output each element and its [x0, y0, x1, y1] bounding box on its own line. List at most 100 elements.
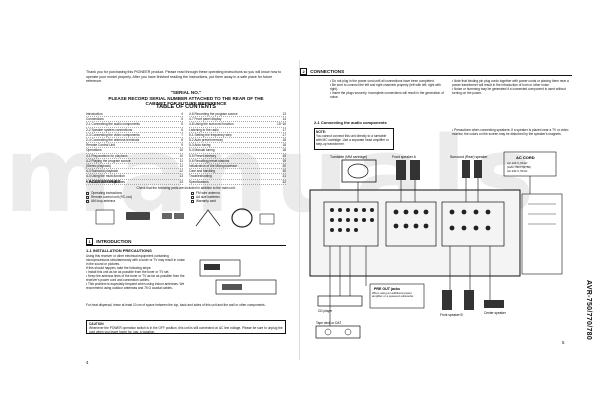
battery-icon	[162, 213, 172, 219]
front-speaker-label: Front speaker A	[392, 155, 417, 159]
accessories-note: Check that the following parts are inclu…	[136, 186, 236, 190]
connection-diagram: Turntable (MM cartridge) Front speaker A…	[309, 151, 563, 339]
ac-cord-line: AC 230 V, 50 Hz	[507, 169, 528, 173]
accessories-title: • ACCESSORIES	[86, 179, 121, 184]
list-item: Warranty card	[191, 199, 286, 203]
list-item: Operating instructions	[86, 191, 181, 195]
speaker-icon	[484, 300, 504, 308]
list-item: Remote control unit (RC-xxx)	[86, 195, 181, 199]
tape-deck-label: Tape deck or DAT	[316, 321, 341, 325]
installation-illustration	[199, 259, 277, 295]
accessories-list: Operating instructions Remote control un…	[86, 191, 286, 203]
surround-label: Surround (Rear) speaker	[450, 155, 488, 159]
intro-paragraph: Thank you for purchasing this PIONEER pr…	[86, 70, 282, 84]
divider	[86, 245, 286, 246]
heat-dispersal-text: For heat dispersal, leave at least 10 cm…	[86, 303, 266, 307]
turntable-label: Turntable (MM cartridge)	[330, 155, 367, 159]
toc-row[interactable]: (Stereo playback)11	[86, 164, 183, 170]
page-fold	[299, 60, 300, 360]
serial-line-3: CABINET FOR FUTURE REFERENCE	[145, 101, 227, 107]
accessories-right: FM wire antenna AA size batteries Warran…	[191, 191, 286, 203]
speaker-icon	[474, 160, 482, 178]
ac-cord-line: AC 120 V, 60 Hz	[507, 161, 528, 165]
list-item: AA size batteries	[191, 195, 286, 199]
fm-antenna-icon	[195, 209, 221, 227]
cd-player-icon	[317, 295, 363, 307]
model-side-label: AVR-750/770/780	[585, 280, 592, 341]
pre-out-box	[369, 283, 425, 309]
checkbox-icon	[86, 199, 89, 203]
speaker-icon	[464, 290, 474, 310]
left-page: Thank you for purchasing this PIONEER pr…	[86, 70, 286, 365]
ac-cord-line: (AVR-750/770/780)	[507, 165, 531, 169]
caution-box: CAUTION Whenever the POWER operation swi…	[86, 320, 286, 334]
turntable-icon	[341, 159, 377, 183]
pre-out-note: When using an additional power amplifier…	[372, 292, 414, 299]
installation-text: Using this receiver or other electrical …	[86, 254, 185, 290]
speaker-icon	[442, 290, 452, 310]
checkbox-icon	[191, 195, 194, 199]
serial-line-1: "SERIAL NO."	[170, 90, 202, 95]
checkbox-icon	[191, 191, 194, 195]
cd-player-label: CD player	[318, 309, 333, 313]
installation-heading: 1-1 INSTALLATION PRECAUTIONS	[86, 248, 152, 253]
page-number-right: 5	[562, 340, 565, 345]
page-number-left: 4	[86, 360, 89, 365]
tape-deck-icon	[315, 325, 361, 339]
pre-out-label: PRE OUT jacks	[374, 287, 400, 291]
am-loop-icon	[231, 208, 253, 228]
speaker-warning: • Precautions when connecting speakers: …	[452, 128, 569, 136]
note-box: NOTE: You cannot connect this unit direc…	[314, 128, 394, 150]
serial-line-2: PLEASE RECORD SERIAL NUMBER ATTACHED TO …	[108, 95, 264, 101]
speaker-icon	[410, 160, 420, 180]
accessories-illustration	[95, 208, 275, 228]
serial-box: "SERIAL NO." PLEASE RECORD SERIAL NUMBER…	[86, 90, 286, 107]
list-item: AM loop antenna	[86, 199, 181, 203]
speaker-icon	[396, 160, 406, 180]
accessories-left: Operating instructions Remote control un…	[86, 191, 181, 203]
toc-title: TABLE OF CONTENTS	[156, 104, 216, 110]
remote-icon	[126, 212, 150, 220]
list-item: FM wire antenna	[191, 191, 286, 195]
front-b-label: Front speaker B	[440, 313, 463, 317]
checkbox-icon	[86, 191, 89, 195]
warranty-icon	[259, 213, 275, 225]
connection-notes-2: • Note that binding pin plug cords toget…	[452, 79, 569, 95]
divider	[300, 75, 572, 76]
ac-cord-title: AC CORD	[516, 155, 535, 160]
connection-notes-1: • Do not plug in the power cord until al…	[330, 79, 444, 99]
receiver-rear-panel	[309, 189, 521, 277]
